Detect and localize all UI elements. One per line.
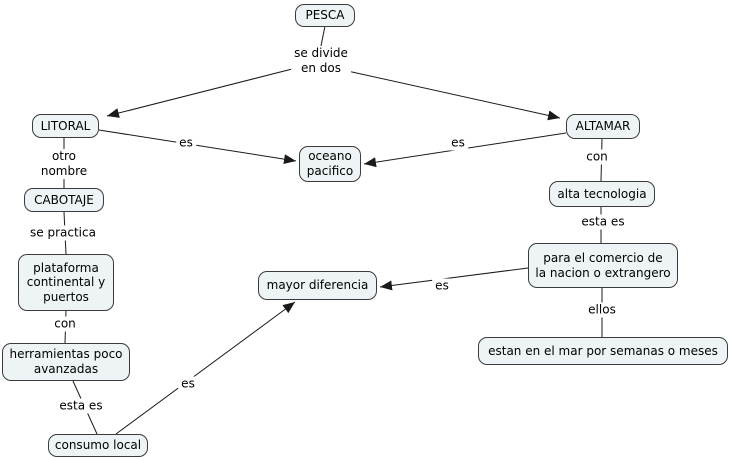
link-label-con-altamar[interactable]: con [583,149,611,165]
node-consumo-local[interactable]: consumo local [48,434,148,457]
edge-sedivide-litoral [106,66,301,118]
edge-litoral-oceano [98,129,297,165]
link-label-es-litoral-oceano[interactable]: es [176,135,196,151]
link-label-otro-nombre[interactable]: otro nombre [37,149,91,179]
link-label-con-plataforma[interactable]: con [51,316,79,332]
node-mayor-diferencia[interactable]: mayor diferencia [258,271,377,300]
edge-consumo-mayor [115,301,296,435]
link-label-esta-es-comercio[interactable]: esta es [578,214,628,230]
link-label-se-divide[interactable]: se divide en dos [291,46,351,76]
node-litoral[interactable]: LITORAL [32,114,99,138]
node-plataforma[interactable]: plataforma continental y puertos [18,254,114,311]
node-alta-tecnologia[interactable]: alta tecnologia [549,181,655,207]
edge-sedivide-altamar [342,69,561,121]
link-label-esta-es-consumo[interactable]: esta es [56,398,106,414]
node-herramientas[interactable]: herramientas poco avanzadas [2,343,130,381]
link-label-es-consumo-mayor[interactable]: es [178,376,198,392]
link-label-es-comercio-mayor[interactable]: es [432,278,452,294]
node-estan-mar[interactable]: estan en el mar por semanas o meses [478,337,728,365]
node-oceano-pacifico[interactable]: oceano pacifico [299,146,361,182]
node-cabotaje[interactable]: CABOTAJE [24,188,104,212]
edge-comercio-mayor [379,267,529,291]
node-comercio[interactable]: para el comercio de la nacion o extrange… [528,243,678,288]
edge-pesca-sedivide [320,25,326,47]
link-label-se-practica[interactable]: se practica [27,225,99,241]
link-label-es-altamar-oceano[interactable]: es [448,135,468,151]
node-pesca[interactable]: PESCA [295,4,355,27]
link-label-ellos[interactable]: ellos [585,302,619,318]
node-altamar[interactable]: ALTAMAR [566,114,640,139]
